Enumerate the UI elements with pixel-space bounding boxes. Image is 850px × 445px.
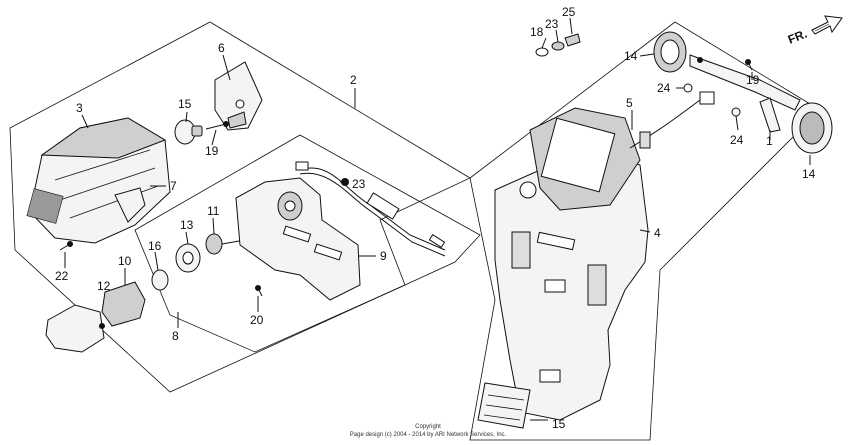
- copyright-line-2: Page design (c) 2004 - 2014 by ARI Netwo…: [350, 432, 507, 438]
- wire-5: [629, 91, 715, 149]
- callout-22: 23: [545, 17, 559, 31]
- callout-18: 18: [530, 25, 544, 39]
- callout-11: 11: [207, 204, 220, 218]
- callout-19a: 19: [205, 144, 219, 158]
- front-direction-arrow: FR.: [786, 15, 843, 47]
- callout-15: 15: [552, 417, 566, 431]
- callout-2: 2: [350, 73, 357, 87]
- bulb-16: [151, 269, 169, 291]
- screw-19b: [745, 59, 753, 71]
- rear-fender-4: [494, 107, 649, 421]
- callout-20: 20: [250, 313, 264, 327]
- callout-21: 22: [55, 269, 69, 283]
- callout-16: 16: [148, 239, 162, 253]
- callout-17: 15: [178, 97, 192, 111]
- callout-6: 6: [218, 41, 225, 55]
- screw-19a: [205, 121, 229, 130]
- screw-21: [59, 241, 73, 251]
- bulb-17: [174, 119, 203, 145]
- callout-4: 4: [654, 226, 661, 240]
- callout-19b: 19: [746, 73, 760, 87]
- hardware-22: [551, 41, 565, 51]
- hardware-18: [535, 47, 549, 57]
- callout-8: 8: [172, 329, 179, 343]
- callout-9: 9: [380, 249, 387, 263]
- reflector-14-right: [791, 102, 833, 154]
- callout-1: 1: [766, 134, 773, 148]
- license-light-group-outline: [134, 134, 481, 353]
- license-bracket-9: [235, 177, 361, 301]
- bracket-part: [214, 61, 263, 131]
- reflector-14-left: [653, 31, 687, 73]
- nut-24b: [731, 107, 741, 117]
- callout-14a: 14: [624, 49, 638, 63]
- direction-label: FR.: [786, 27, 809, 47]
- tail-light-group-outline: [9, 21, 471, 393]
- group-outlines: [9, 21, 821, 441]
- wire-harness: [295, 161, 446, 257]
- callout-12: 12: [97, 279, 111, 293]
- screw-20: [255, 285, 263, 297]
- callout-3: 3: [76, 101, 83, 115]
- license-lens-12: [45, 304, 105, 353]
- hardware-25: [564, 33, 581, 47]
- callout-5: 5: [626, 96, 633, 110]
- callout-14b: 14: [802, 167, 816, 181]
- callout-10: 10: [118, 254, 132, 268]
- reflector-15: [477, 382, 531, 429]
- tail-light-lens: [26, 117, 171, 244]
- callout-7: 7: [170, 179, 177, 193]
- leader-lines: [64, 17, 811, 421]
- socket-10: [99, 281, 146, 329]
- callout-23: 23: [352, 177, 366, 191]
- callout-25: 25: [562, 5, 576, 19]
- callout-24b: 24: [730, 133, 744, 147]
- callout-24a: 24: [657, 81, 671, 95]
- copyright-line-1: Copyright: [415, 424, 441, 430]
- callout-labels: 3 6 15 19 7 2 22 12 10 16 13 11 8 20 23 …: [55, 5, 816, 431]
- copyright-block: Copyright Page design (c) 2004 - 2014 by…: [350, 424, 507, 438]
- callout-13: 13: [180, 218, 194, 232]
- ring-13: [175, 243, 201, 273]
- fender-group-outline: [469, 21, 821, 441]
- nut-24a: [683, 83, 693, 93]
